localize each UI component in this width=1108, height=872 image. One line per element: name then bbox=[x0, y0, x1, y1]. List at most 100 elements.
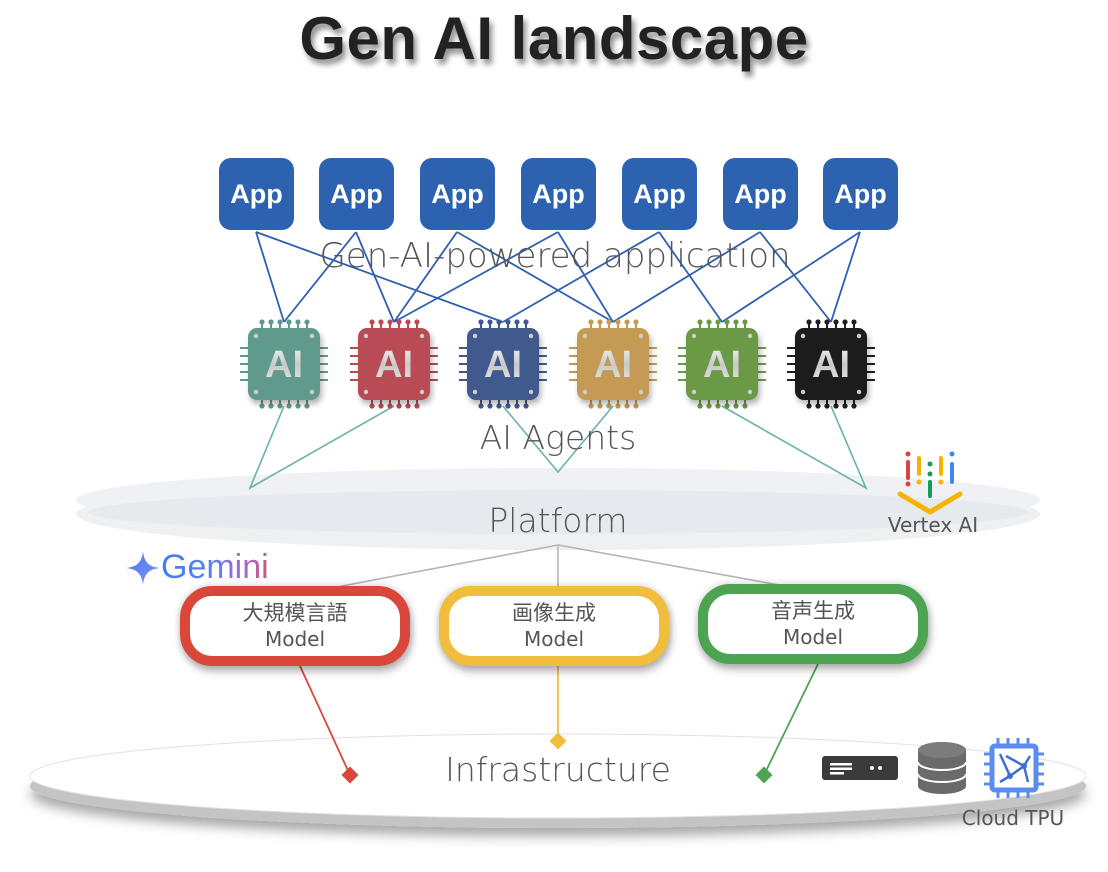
chip-dot bbox=[528, 333, 534, 339]
ai-agent-chip[interactable]: AI bbox=[678, 319, 766, 409]
app-button[interactable]: App bbox=[823, 158, 898, 230]
chip-dot bbox=[800, 333, 806, 339]
app-agent-link bbox=[393, 231, 559, 323]
server-icon bbox=[822, 756, 898, 780]
gemini-sparkle-icon bbox=[126, 550, 160, 585]
database-icon bbox=[917, 742, 967, 794]
chip-body bbox=[795, 328, 867, 400]
model-name: 画像生成 bbox=[512, 601, 596, 625]
chip-dot bbox=[528, 389, 534, 395]
model-type: Model bbox=[264, 627, 326, 651]
agent-platform-link bbox=[721, 405, 868, 490]
app-agent-link bbox=[658, 231, 723, 323]
chip-dot bbox=[638, 389, 644, 395]
chip-label: AI bbox=[375, 344, 413, 386]
gemini-wordmark: Gemini bbox=[161, 548, 269, 586]
chip-dot bbox=[253, 333, 259, 339]
diamond-marker bbox=[549, 732, 567, 750]
model-name: 音声生成 bbox=[771, 599, 855, 623]
vertex-ai-icon bbox=[897, 451, 963, 515]
platform-model-link bbox=[299, 544, 559, 595]
app-agent-link bbox=[612, 231, 761, 323]
cloud-tpu-icon bbox=[984, 738, 1044, 798]
app-button[interactable]: App bbox=[723, 158, 798, 230]
model-name: 大規模言語 bbox=[242, 601, 348, 625]
chip-body bbox=[577, 328, 649, 400]
chip-label: AI bbox=[812, 344, 850, 386]
chip-dot bbox=[419, 389, 425, 395]
chip-dot bbox=[472, 389, 478, 395]
model-infrastructure-links bbox=[299, 663, 819, 784]
gemini-brand: Gemini bbox=[125, 548, 269, 587]
agent-platform-link bbox=[248, 405, 395, 490]
chip-dot bbox=[363, 389, 369, 395]
infrastructure-layer-label: Infrastructure bbox=[445, 750, 671, 789]
ai-agent-chip[interactable]: AI bbox=[569, 319, 657, 409]
chip-label: AI bbox=[594, 344, 632, 386]
model-infra-link bbox=[763, 663, 819, 776]
chip-dot bbox=[582, 333, 588, 339]
chip-label: AI bbox=[703, 344, 741, 386]
chip-dot bbox=[691, 333, 697, 339]
chip-label: AI bbox=[484, 344, 522, 386]
chip-dot bbox=[419, 333, 425, 339]
chip-label: AI bbox=[265, 344, 303, 386]
app-agent-link bbox=[283, 231, 357, 323]
diamond-marker bbox=[755, 766, 773, 784]
app-agent-link bbox=[255, 231, 504, 323]
chip-dot bbox=[582, 389, 588, 395]
app-button[interactable]: App bbox=[219, 158, 294, 230]
app-button[interactable]: App bbox=[622, 158, 697, 230]
ai-agent-chip[interactable]: AI bbox=[787, 319, 875, 409]
chip-dot bbox=[638, 333, 644, 339]
app-agent-link bbox=[830, 231, 861, 323]
chip-body bbox=[358, 328, 430, 400]
app-agent-link bbox=[759, 231, 832, 323]
vertex-ai-label: Vertex AI bbox=[887, 513, 979, 537]
platform-layer-label: Platform bbox=[488, 501, 628, 540]
app-agent-links bbox=[255, 231, 861, 323]
agent-platform-link bbox=[502, 405, 614, 474]
platform-disc bbox=[76, 468, 1040, 550]
chip-dot bbox=[309, 333, 315, 339]
model-infra-link bbox=[299, 665, 351, 776]
ai-agent-chip[interactable]: AI bbox=[459, 319, 547, 409]
chip-dot bbox=[856, 333, 862, 339]
app-agent-link bbox=[557, 231, 614, 323]
chip-body bbox=[467, 328, 539, 400]
model-type: Model bbox=[782, 625, 844, 649]
chip-dot bbox=[253, 389, 259, 395]
chip-dot bbox=[309, 389, 315, 395]
chip-dot bbox=[747, 389, 753, 395]
chip-dot bbox=[856, 389, 862, 395]
chip-dot bbox=[472, 333, 478, 339]
application-layer-label: Gen-AI-powered application bbox=[319, 236, 791, 276]
chip-dot bbox=[691, 389, 697, 395]
chip-body bbox=[248, 328, 320, 400]
app-agent-link bbox=[721, 231, 861, 323]
ai-agent-chips: AI AI AI AI AI AI bbox=[240, 319, 875, 409]
app-agent-link bbox=[255, 231, 285, 323]
chip-dot bbox=[363, 333, 369, 339]
agent-platform-links bbox=[248, 405, 868, 490]
model-type: Model bbox=[523, 627, 585, 651]
app-agent-link bbox=[355, 231, 395, 323]
ai-agent-chip[interactable]: AI bbox=[350, 319, 438, 409]
app-button[interactable]: App bbox=[521, 158, 596, 230]
cloud-tpu-label: Cloud TPU bbox=[961, 806, 1065, 830]
chip-body bbox=[686, 328, 758, 400]
page-title: Gen AI landscape bbox=[299, 5, 809, 72]
agents-layer-label: AI Agents bbox=[479, 418, 637, 457]
diamond-marker bbox=[341, 766, 359, 784]
ai-agent-chip[interactable]: AI bbox=[240, 319, 328, 409]
app-agent-link bbox=[502, 231, 660, 323]
app-button[interactable]: App bbox=[319, 158, 394, 230]
chip-dot bbox=[747, 333, 753, 339]
app-button[interactable]: App bbox=[420, 158, 495, 230]
app-agent-link bbox=[456, 231, 614, 323]
app-agent-link bbox=[393, 231, 458, 323]
